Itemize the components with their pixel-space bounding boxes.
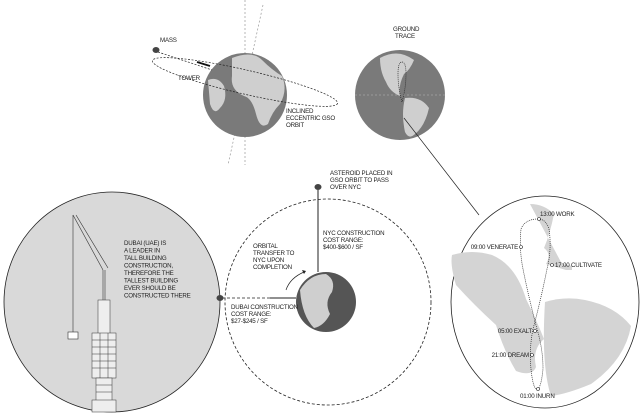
- ground-trace-panel: 13:00 WORK 09:00 VENERATE 17:00 CULTIVAT…: [450, 195, 640, 409]
- time-label-inurn: 01:00 INURN: [520, 393, 555, 400]
- orbit-panel: ASTEROID PLACED IN GSO ORBIT TO PASS OVE…: [216, 170, 432, 406]
- time-label-work: 13:00 WORK: [540, 211, 576, 218]
- gso-orbit: [224, 198, 432, 406]
- time-label-venerate: 09:00 VENERATE: [471, 244, 518, 251]
- mass-asteroid-icon: [152, 47, 160, 53]
- ground-trace-globe: GROUND TRACE: [355, 26, 480, 216]
- dubai-panel: DUBAI (UAE) IS A LEADER IN TALL BUILDING…: [3, 191, 221, 413]
- orbit-label: INCLINED ECCENTRIC GSO ORBIT: [286, 108, 337, 129]
- mass-label: MASS: [160, 37, 177, 44]
- asteroid-note: ASTEROID PLACED IN GSO ORBIT TO PASS OVE…: [330, 170, 394, 191]
- marker-icon: [550, 263, 554, 267]
- dubai-note: DUBAI (UAE) IS A LEADER IN TALL BUILDING…: [124, 240, 191, 300]
- asteroid-icon: [314, 184, 322, 190]
- inclined-orbit-globe: MASS TOWER INCLINED ECCENTRIC GSO ORBIT: [152, 0, 338, 166]
- arrowhead-icon: [302, 270, 306, 274]
- tower-label: TOWER: [178, 75, 201, 82]
- asteroid-icon: [216, 295, 224, 301]
- dubai-cost-note: DUBAI CONSTRUCTION COST RANGE: $27-$245 …: [231, 304, 299, 325]
- time-label-cultivate: 17:00 CULTIVATE: [555, 262, 602, 269]
- nyc-cost-note: NYC CONSTRUCTION COST RANGE: $400-$600 /…: [323, 230, 386, 251]
- americas-land: [451, 204, 572, 374]
- callout-line: [403, 117, 480, 216]
- marker-icon: [537, 217, 541, 221]
- tower-arrow: [196, 61, 211, 67]
- south-america-land: [543, 298, 631, 396]
- north-america: [380, 53, 414, 96]
- marker-icon: [519, 245, 523, 249]
- transfer-arrow: [285, 271, 305, 291]
- tower-line: [157, 51, 213, 71]
- land-mass: [208, 78, 226, 112]
- orbit-ellipse: [152, 57, 338, 107]
- land-mass: [300, 274, 334, 328]
- tower-building: [91, 299, 117, 413]
- marker-icon: [536, 387, 540, 391]
- ground-trace-label: GROUND TRACE: [393, 26, 421, 40]
- marker-icon: [533, 329, 537, 333]
- time-label-exalt: 05:00 EXALT: [498, 328, 533, 335]
- time-label-dream: 21:00 DREAM: [492, 352, 529, 359]
- transfer-note: ORBITAL TRANSFER TO NYC UPON COMPLETION: [253, 243, 296, 271]
- marker-icon: [530, 353, 534, 357]
- time-markers: [519, 217, 554, 391]
- analemma-trace: [519, 218, 551, 390]
- land-mass: [231, 54, 285, 126]
- south-america: [403, 97, 429, 137]
- ground-trace-loop: [397, 61, 407, 104]
